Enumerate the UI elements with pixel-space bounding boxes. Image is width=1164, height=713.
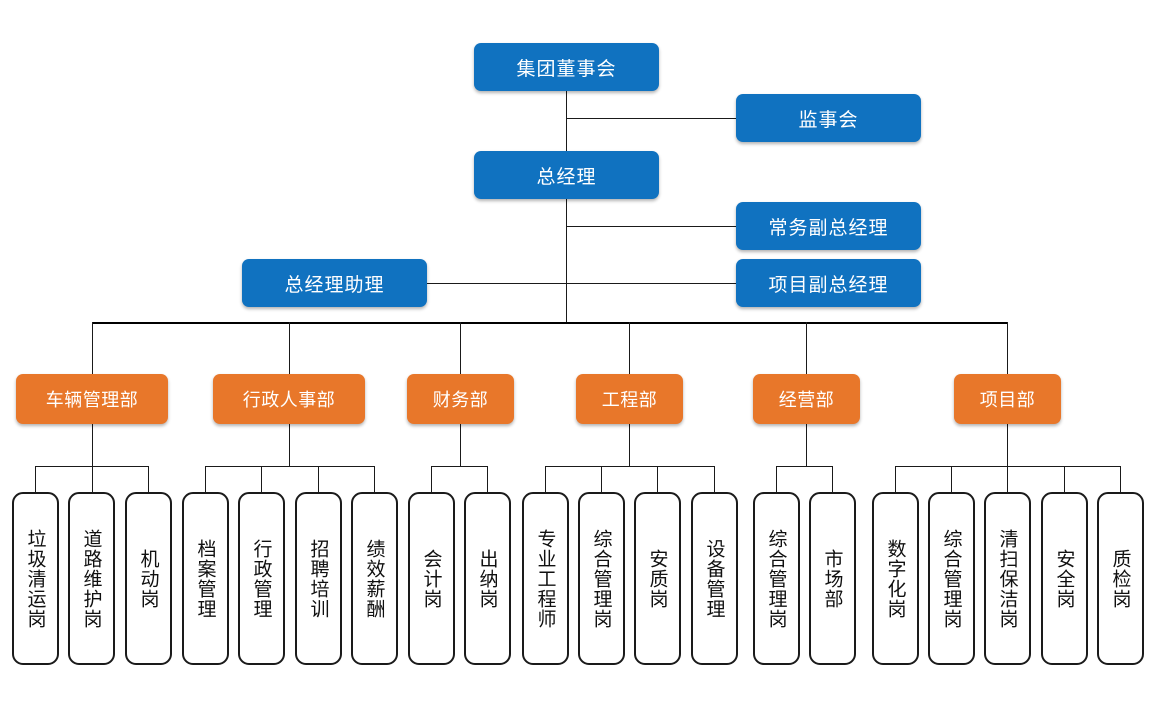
node-department-finance[interactable]: 财务部 bbox=[407, 374, 514, 424]
connector-to-supervisory bbox=[566, 118, 736, 119]
leaf-drop-3-1 bbox=[601, 466, 602, 492]
node-position-3-3[interactable]: 设备管理 bbox=[691, 492, 738, 665]
node-general-manager[interactable]: 总经理 bbox=[474, 151, 659, 199]
position-label: 行政管理 bbox=[250, 538, 273, 619]
group-stem-5 bbox=[1007, 424, 1008, 466]
node-position-5-1[interactable]: 综合管理岗 bbox=[928, 492, 975, 665]
position-label: 道路维护岗 bbox=[80, 528, 103, 629]
node-board[interactable]: 集团董事会 bbox=[474, 43, 659, 91]
leaf-drop-5-4 bbox=[1120, 466, 1121, 492]
position-label: 出纳岗 bbox=[476, 548, 499, 609]
node-position-1-3[interactable]: 绩效薪酬 bbox=[351, 492, 398, 665]
node-position-1-0[interactable]: 档案管理 bbox=[182, 492, 229, 665]
node-position-1-2[interactable]: 招聘培训 bbox=[295, 492, 342, 665]
leaf-drop-0-1 bbox=[92, 466, 93, 492]
node-position-3-0[interactable]: 专业工程师 bbox=[522, 492, 569, 665]
connector-gm-trunk bbox=[566, 199, 567, 323]
node-position-4-0[interactable]: 综合管理岗 bbox=[753, 492, 800, 665]
group-rail-0 bbox=[35, 466, 148, 467]
leaf-drop-5-3 bbox=[1064, 466, 1065, 492]
node-position-5-3[interactable]: 安全岗 bbox=[1041, 492, 1088, 665]
node-position-2-0[interactable]: 会计岗 bbox=[408, 492, 455, 665]
position-label: 机动岗 bbox=[137, 548, 160, 609]
node-supervisory-board[interactable]: 监事会 bbox=[736, 94, 921, 142]
leaf-drop-3-2 bbox=[657, 466, 658, 492]
group-rail-1 bbox=[205, 466, 374, 467]
node-position-0-0[interactable]: 垃圾清运岗 bbox=[12, 492, 59, 665]
position-label: 综合管理岗 bbox=[940, 528, 963, 629]
position-label: 招聘培训 bbox=[307, 538, 330, 619]
position-label: 质检岗 bbox=[1109, 548, 1132, 609]
dept-drop-1 bbox=[289, 322, 290, 374]
leaf-drop-1-1 bbox=[261, 466, 262, 492]
node-department-engineering[interactable]: 工程部 bbox=[576, 374, 683, 424]
group-stem-2 bbox=[460, 424, 461, 466]
leaf-drop-3-0 bbox=[545, 466, 546, 492]
node-position-1-1[interactable]: 行政管理 bbox=[238, 492, 285, 665]
node-department-project[interactable]: 项目部 bbox=[954, 374, 1061, 424]
node-department-admin-hr[interactable]: 行政人事部 bbox=[213, 374, 365, 424]
position-label: 清扫保洁岗 bbox=[996, 528, 1019, 629]
connector-board-to-gm bbox=[566, 91, 567, 152]
dept-drop-3 bbox=[629, 322, 630, 374]
leaf-drop-2-0 bbox=[431, 466, 432, 492]
node-position-3-1[interactable]: 综合管理岗 bbox=[578, 492, 625, 665]
position-label: 安全岗 bbox=[1053, 548, 1076, 609]
group-stem-3 bbox=[629, 424, 630, 466]
leaf-drop-5-2 bbox=[1007, 466, 1008, 492]
position-label: 垃圾清运岗 bbox=[24, 528, 47, 629]
leaf-drop-3-3 bbox=[714, 466, 715, 492]
leaf-drop-1-2 bbox=[318, 466, 319, 492]
department-trunk-bar bbox=[92, 322, 1008, 324]
node-gm-assistant[interactable]: 总经理助理 bbox=[242, 259, 427, 307]
leaf-drop-0-2 bbox=[148, 466, 149, 492]
dept-drop-2 bbox=[460, 322, 461, 374]
node-department-operations[interactable]: 经营部 bbox=[753, 374, 860, 424]
position-label: 综合管理岗 bbox=[590, 528, 613, 629]
position-label: 绩效薪酬 bbox=[363, 538, 386, 619]
leaf-drop-0-0 bbox=[35, 466, 36, 492]
leaf-drop-5-0 bbox=[895, 466, 896, 492]
position-label: 数字化岗 bbox=[884, 538, 907, 619]
group-stem-4 bbox=[806, 424, 807, 466]
group-stem-1 bbox=[289, 424, 290, 466]
node-executive-deputy-manager[interactable]: 常务副总经理 bbox=[736, 202, 921, 250]
node-project-deputy-manager[interactable]: 项目副总经理 bbox=[736, 259, 921, 307]
leaf-drop-5-1 bbox=[951, 466, 952, 492]
position-label: 安质岗 bbox=[646, 548, 669, 609]
dept-drop-4 bbox=[806, 322, 807, 374]
node-department-vehicle[interactable]: 车辆管理部 bbox=[16, 374, 168, 424]
position-label: 档案管理 bbox=[194, 538, 217, 619]
node-position-5-4[interactable]: 质检岗 bbox=[1097, 492, 1144, 665]
position-label: 会计岗 bbox=[420, 548, 443, 609]
position-label: 综合管理岗 bbox=[765, 528, 788, 629]
node-position-5-0[interactable]: 数字化岗 bbox=[872, 492, 919, 665]
dept-drop-0 bbox=[92, 322, 93, 374]
node-position-2-1[interactable]: 出纳岗 bbox=[464, 492, 511, 665]
position-label: 市场部 bbox=[821, 548, 844, 609]
connector-assistant-rail bbox=[426, 283, 736, 284]
position-label: 专业工程师 bbox=[534, 528, 557, 629]
leaf-drop-4-1 bbox=[832, 466, 833, 492]
group-rail-3 bbox=[545, 466, 714, 467]
node-position-5-2[interactable]: 清扫保洁岗 bbox=[984, 492, 1031, 665]
leaf-drop-4-0 bbox=[776, 466, 777, 492]
node-position-0-2[interactable]: 机动岗 bbox=[125, 492, 172, 665]
group-rail-2 bbox=[431, 466, 487, 467]
dept-drop-5 bbox=[1007, 322, 1008, 374]
connector-to-exec-deputy bbox=[566, 226, 736, 227]
position-label: 设备管理 bbox=[703, 538, 726, 619]
group-rail-4 bbox=[776, 466, 832, 467]
node-position-0-1[interactable]: 道路维护岗 bbox=[68, 492, 115, 665]
node-position-4-1[interactable]: 市场部 bbox=[809, 492, 856, 665]
group-stem-0 bbox=[92, 424, 93, 466]
leaf-drop-1-3 bbox=[374, 466, 375, 492]
leaf-drop-2-1 bbox=[487, 466, 488, 492]
leaf-drop-1-0 bbox=[205, 466, 206, 492]
node-position-3-2[interactable]: 安质岗 bbox=[634, 492, 681, 665]
